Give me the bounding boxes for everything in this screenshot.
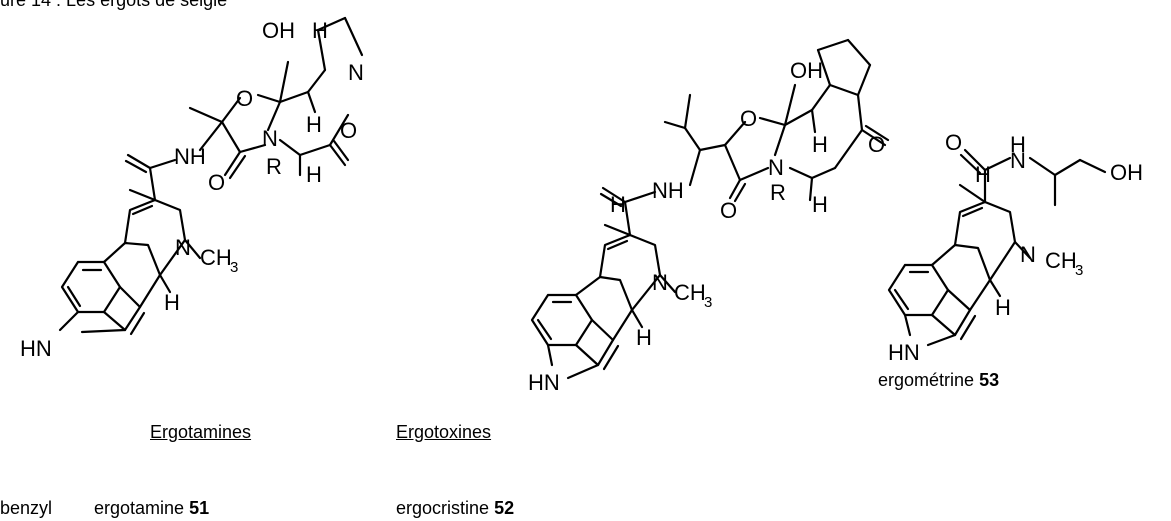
atom-label: OH <box>1110 160 1143 185</box>
caption-benzyl: benzyl <box>0 498 53 518</box>
atom-label: O <box>945 130 962 155</box>
atom-label: HN <box>20 336 52 361</box>
atom-label: N <box>175 235 191 260</box>
caption-ergocristine: ergocristine 52 <box>396 498 515 518</box>
atom-label: N <box>768 155 784 180</box>
structure-ergometrine <box>887 148 1107 347</box>
atom-label: H <box>610 192 626 217</box>
atom-label: OH <box>262 18 295 43</box>
atom-label: H <box>995 295 1011 320</box>
atom-label: HN <box>528 370 560 395</box>
atom-label: O <box>236 86 253 111</box>
structure-ergotamine <box>58 16 364 336</box>
atom-label: H <box>306 112 322 137</box>
atom-label: O <box>208 170 225 195</box>
atom-labels-3: H O N OH H N CH 3 H HN <box>888 130 1143 365</box>
caption-group-ergotamines: Ergotamines <box>150 422 252 442</box>
atom-label: O <box>740 106 757 131</box>
atom-subscript: 3 <box>704 294 712 311</box>
atom-label: H <box>306 162 322 187</box>
atom-labels-1: OH H O N NH O N R H O H N CH 3 H HN <box>20 18 364 361</box>
atom-label: CH <box>674 280 706 305</box>
atom-label: H <box>164 290 180 315</box>
atom-subscript: 3 <box>1075 262 1083 279</box>
figure-header: ure 14 : Les ergots de seigle <box>0 0 228 10</box>
atom-subscript: 3 <box>230 259 238 276</box>
atom-label: H <box>812 192 828 217</box>
atom-label: O <box>340 118 357 143</box>
atom-label: O <box>868 132 885 157</box>
atom-label: N <box>652 270 668 295</box>
atom-label: H <box>812 132 828 157</box>
caption-group-ergotoxines: Ergotoxines <box>396 422 492 442</box>
atom-label: R <box>266 154 282 179</box>
atom-label: N <box>1020 242 1036 267</box>
atom-label: N <box>262 126 278 151</box>
atom-labels-2: OH O H N NH O R H O H N CH 3 H HN <box>528 58 885 395</box>
atom-label: CH <box>200 245 232 270</box>
caption-ergotamine: ergotamine 51 <box>94 498 210 518</box>
caption-ergometrine: ergométrine 53 <box>878 370 1000 390</box>
atom-label: OH <box>790 58 823 83</box>
atom-label: N <box>1010 148 1026 173</box>
atom-label: H <box>975 162 991 187</box>
atom-label: NH <box>652 178 684 203</box>
structure-ergotoxine <box>530 38 890 380</box>
atom-label: H <box>312 18 328 43</box>
atom-label: R <box>770 180 786 205</box>
atom-label: N <box>348 60 364 85</box>
atom-label: H <box>636 325 652 350</box>
atom-label: O <box>720 198 737 223</box>
atom-label: HN <box>888 340 920 365</box>
atom-label: H <box>1010 132 1026 157</box>
atom-label: NH <box>174 144 206 169</box>
atom-label: CH <box>1045 248 1077 273</box>
